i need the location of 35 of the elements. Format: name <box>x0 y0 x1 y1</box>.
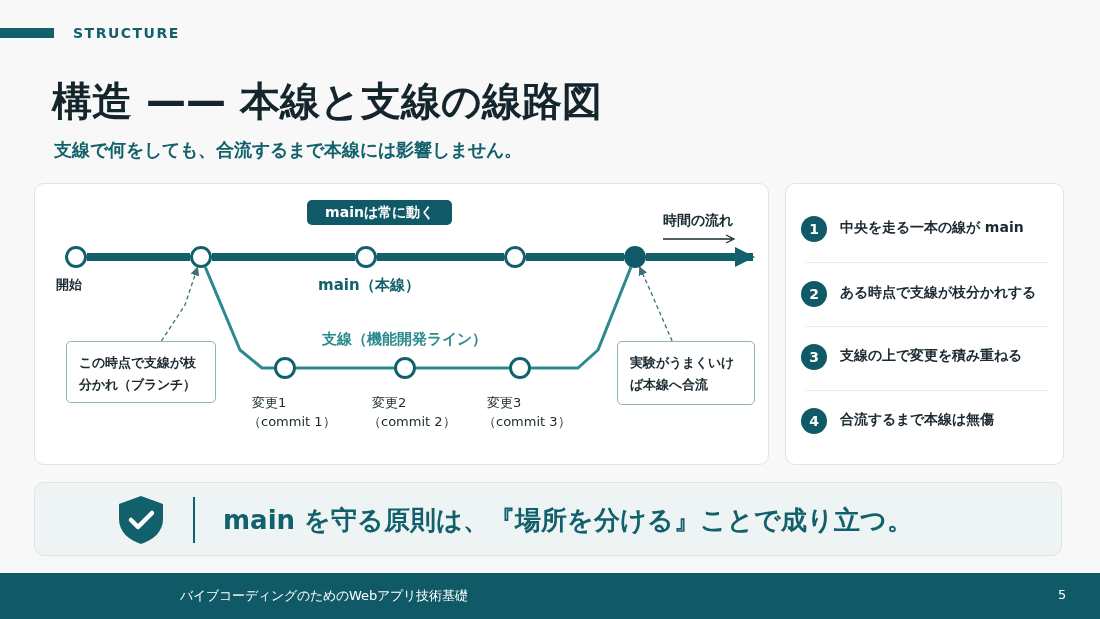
track-line <box>296 366 394 370</box>
track-line <box>212 253 355 261</box>
step-text: 支線の上で変更を積み重ねる <box>840 347 1022 365</box>
principle-text: main を守る原則は、『場所を分ける』ことで成り立つ。 <box>223 504 914 537</box>
commit-label: （commit 1） <box>248 413 336 431</box>
commit-label: （commit 2） <box>368 413 456 431</box>
track-line <box>416 366 509 370</box>
principle-banner <box>34 482 1062 556</box>
track-line <box>646 247 755 267</box>
footer-text: バイブコーディングのためのWebアプリ技術基礎 <box>180 587 469 605</box>
commit-label: 開始 <box>56 276 82 294</box>
commit-label: （commit 3） <box>483 413 571 431</box>
callout-box: この時点で支線が枝分かれ（ブランチ） <box>66 341 216 403</box>
leader-arrow <box>160 266 200 342</box>
status-tag: mainは常に動く <box>307 200 452 225</box>
commit-label: 変更3 <box>487 394 522 412</box>
section-label: STRUCTURE <box>73 25 180 41</box>
commit-label: 変更1 <box>252 394 287 412</box>
direction-label: 時間の流れ <box>663 212 733 230</box>
track-line <box>531 266 633 370</box>
subtitle: 支線で何をしても、合流するまで本線には影響しません。 <box>54 138 522 162</box>
slide-title: 構造 —— 本線と支線の線路図 <box>52 77 602 126</box>
line-label: 支線（機能開発ライン） <box>322 330 487 349</box>
step-text: ある時点で支線が枝分かれする <box>840 284 1036 302</box>
step-text: 中央を走る一本の線が main <box>840 219 1024 237</box>
page-number: 5 <box>1058 587 1067 602</box>
commit-label: 変更2 <box>372 394 407 412</box>
track-line <box>377 253 504 261</box>
track-line <box>87 253 190 261</box>
track-line <box>203 266 274 370</box>
step-text: 合流するまで本線は無傷 <box>840 411 994 429</box>
leader-arrow <box>638 266 673 342</box>
callout-box: 実験がうまくいけば本線へ合流 <box>617 341 755 405</box>
line-label: main（本線） <box>318 276 420 295</box>
track-line <box>526 253 624 261</box>
